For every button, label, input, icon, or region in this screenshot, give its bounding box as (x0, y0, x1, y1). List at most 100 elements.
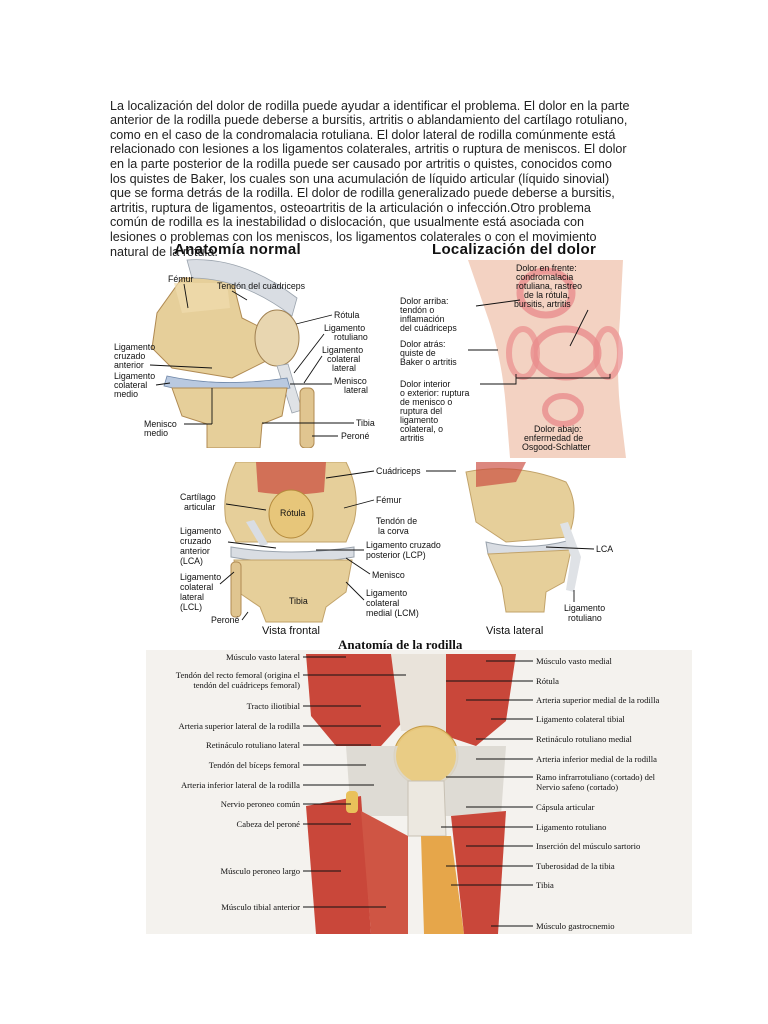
label-femur-frontal: Fémur (376, 495, 401, 505)
label-lcl-2-v: colateral (180, 582, 213, 592)
label-abajo-3: Osgood-Schlatter (522, 442, 591, 452)
cabeza-perone-shape (346, 791, 358, 813)
label-frente-1: Dolor en frente: (516, 263, 577, 273)
leader-frente (569, 309, 589, 347)
peroneo-largo-shape (306, 796, 371, 934)
label-lca-3-v: anterior (180, 546, 210, 556)
vasto-lateral-shape (306, 654, 408, 746)
label-tendon-cuadriceps: Tendón del cuádriceps (217, 281, 306, 291)
label-menisco-lateral-1: Menisco (334, 376, 367, 386)
label-lcl-3-v: lateral (180, 592, 204, 602)
fig-normal-title: Anatomía normal (174, 241, 301, 258)
label-interior-2: o exterior: ruptura (400, 388, 470, 398)
label-lcl-2: colateral (327, 354, 360, 364)
fig4-right-label: Inserción del músculo sartorio (536, 841, 640, 851)
label-interior-3: de menisco o (400, 397, 452, 407)
label-interior-4: ruptura del (400, 406, 442, 416)
label-interior-5: ligamento (400, 415, 438, 425)
leader-arriba (475, 299, 521, 307)
label-lcp-2: posterior (LCP) (366, 550, 426, 560)
label-arriba-3: inflamación (400, 314, 445, 324)
fig4-left-label: tendón del cuádriceps femoral) (193, 680, 300, 690)
label-lcm-3-v: medial (LCM) (366, 608, 419, 618)
fig4-left-label: Arteria inferior lateral de la rodilla (181, 780, 300, 790)
label-lcl-3: lateral (332, 363, 356, 373)
fig4-right-label: Tibia (536, 880, 554, 890)
label-arriba-2: tendón o (400, 305, 434, 315)
label-lca-2-v: cruzado (180, 536, 211, 546)
pain-zone-exterior (593, 326, 623, 380)
fig4-right-label: Cápsula articular (536, 802, 595, 812)
pain-zone-interior (506, 326, 540, 380)
label-interior-1: Dolor interior (400, 379, 450, 389)
label-cuadriceps: Cuádriceps (376, 466, 421, 476)
fig4-left-label: Retináculo rotuliano lateral (206, 740, 301, 750)
figure-vistas-rodilla: Cuádriceps Cartílago articular Rótula Fé… (180, 462, 613, 637)
gastrocnemio-shape (451, 811, 506, 934)
label-lca-2: cruzado (114, 351, 145, 361)
leader-cuadriceps (325, 470, 375, 479)
fig-rodilla-title: Anatomía de la rodilla (338, 637, 463, 652)
fig4-right-label: Ligamento colateral tibial (536, 714, 625, 724)
leader-lcl (303, 355, 323, 384)
label-lca-4-v: (LCA) (180, 556, 203, 566)
label-abajo-2: enfermedad de (524, 433, 583, 443)
figure-anatomia-rodilla: Anatomía de la rodilla Músculo vasto lat… (146, 637, 692, 934)
label-atras-1: Dolor atrás: (400, 339, 445, 349)
label-lcm-1-v: Ligamento (366, 588, 407, 598)
fig4-left-label: Tendón del recto femoral (origina el (176, 670, 301, 680)
ligamento-rotuliano-shape (407, 780, 447, 837)
label-lcm-1: Ligamento (114, 371, 155, 381)
leader-tendon-cuadriceps (231, 290, 248, 301)
label-lcl-1: Ligamento (322, 345, 363, 355)
label-interior-6: colateral, o (400, 424, 443, 434)
label-lca-1: Ligamento (114, 342, 155, 352)
fig4-right-label: Nervio safeno (cortado) (536, 782, 618, 792)
lateral-tibia-shape (487, 549, 572, 613)
fig4-left-label: Músculo vasto lateral (226, 652, 301, 662)
fig4-left-label: Cabeza del peroné (237, 819, 301, 829)
leader-lig-rotuliano (293, 333, 325, 374)
tendon-recto-femoral-shape (391, 654, 446, 731)
leader-perone-v (241, 611, 249, 621)
pain-zone-abajo (542, 393, 584, 427)
label-interior-7: artritis (400, 433, 425, 443)
label-lig-rotuliano-2: rotuliano (334, 332, 368, 342)
label-tibia-v: Tibia (289, 596, 308, 606)
label-cartilago-2: articular (184, 502, 215, 512)
label-arriba-1: Dolor arriba: (400, 296, 448, 306)
leader-lcm (155, 382, 171, 386)
label-perone: Peroné (341, 431, 369, 441)
leader-interior-b (516, 374, 611, 379)
label-menisco-medio-1: Menisco (144, 419, 177, 429)
fig4-right-label: Ramo infrarrotuliano (cortado) del (536, 772, 656, 782)
fig4-right-label: Retináculo rotuliano medial (536, 734, 633, 744)
leader-lca-lateral (545, 546, 595, 550)
label-menisco-medio-2: medio (144, 428, 168, 438)
leg-skin-shape (468, 260, 626, 458)
label-tendon-corva-2: la corva (378, 526, 409, 536)
label-lcp-1: Ligamento cruzado (366, 540, 441, 550)
label-frente-5: bursitis, artritis (514, 299, 571, 309)
fig4-right-label: Arteria inferior medial de la rodilla (536, 754, 657, 764)
frontal-tibia-shape (233, 559, 353, 623)
label-atras-3: Baker o artritis (400, 357, 457, 367)
label-arriba-4: del cuádriceps (400, 323, 457, 333)
label-perone-v: Peroné (211, 615, 239, 625)
label-cartilago-1: Cartílago (180, 492, 216, 502)
leader-femur-frontal (343, 499, 375, 509)
tibia-shape (171, 387, 288, 448)
fig4-left-label: Músculo tibial anterior (221, 902, 300, 912)
leader-cartilago (225, 503, 267, 511)
label-lca-3: anterior (114, 360, 144, 370)
leader-lcm-v (345, 581, 365, 601)
patella-shape (254, 309, 300, 367)
leader-menisco-v (345, 557, 371, 575)
label-lcm-3: medio (114, 389, 138, 399)
intro-paragraph: La localización del dolor de rodilla pue… (110, 98, 630, 259)
quadriceps-tendon-shape (186, 259, 298, 317)
label-frente-3: rotuliana, rastreo (516, 281, 582, 291)
label-menisco-v: Menisco (372, 570, 405, 580)
